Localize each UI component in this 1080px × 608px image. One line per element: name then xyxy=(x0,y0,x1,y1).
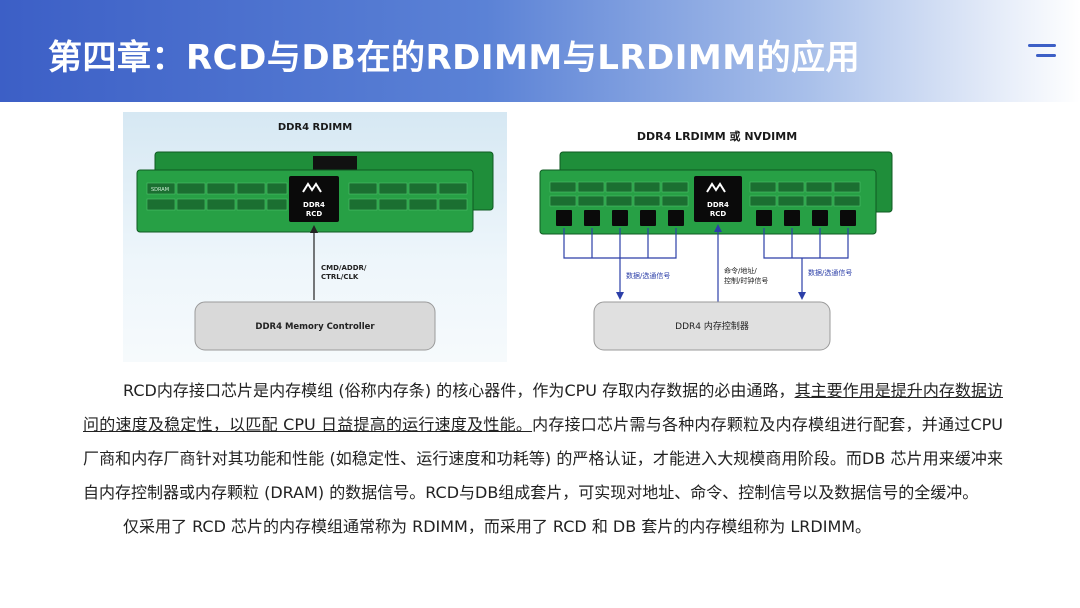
svg-text:控制/时钟信号: 控制/时钟信号 xyxy=(724,276,768,285)
svg-text:DDR4: DDR4 xyxy=(303,201,325,209)
up-arrow-icon xyxy=(310,225,318,233)
svg-text:CTRL/CLK: CTRL/CLK xyxy=(321,273,359,281)
header-banner: 第四章：RCD与DB在的RDIMM与LRDIMM的应用 xyxy=(0,0,1080,102)
logo-icon xyxy=(706,182,726,193)
db-chip-row xyxy=(556,210,856,226)
paragraph-1: RCD内存接口芯片是内存模组 (俗称内存条) 的核心器件，作为CPU 存取内存数… xyxy=(83,381,1003,502)
sdram-row-left xyxy=(146,182,288,211)
svg-text:数据/选通信号: 数据/选通信号 xyxy=(808,268,852,277)
sdram-label: SDRAM xyxy=(151,187,169,193)
svg-text:RCD: RCD xyxy=(306,210,323,218)
rdimm-diagram: DDR4 RDIMM SDRAM DDR4 RCD CMD/ADDR/ xyxy=(123,112,507,362)
lrdimm-diagram: DDR4 LRDIMM 或 NVDIMM DDR4 xyxy=(532,112,902,362)
rcd-chip xyxy=(694,176,742,222)
controller-label: DDR4 Memory Controller xyxy=(255,322,375,332)
body-text: RCD内存接口芯片是内存模组 (俗称内存条) 的核心器件，作为CPU 存取内存数… xyxy=(83,374,1003,544)
page-title: 第四章：RCD与DB在的RDIMM与LRDIMM的应用 xyxy=(48,38,861,78)
svg-text:命令/地址/: 命令/地址/ xyxy=(724,266,757,275)
svg-text:DDR4: DDR4 xyxy=(707,201,729,209)
lrdimm-diagram-title: DDR4 LRDIMM 或 NVDIMM xyxy=(636,130,798,143)
menu-lines-icon[interactable] xyxy=(1028,44,1056,60)
svg-text:数据/选通信号: 数据/选通信号 xyxy=(626,271,670,280)
rcd-chip xyxy=(289,176,339,222)
paragraph-2: 仅采用了 RCD 芯片的内存模组通常称为 RDIMM，而采用了 RCD 和 DB… xyxy=(123,517,872,536)
lrdimm-illustration: DDR4 RCD 数据/选通信号 数据/选通信号 命令/地址/ 控制/时钟信号 … xyxy=(539,151,893,351)
svg-text:RCD: RCD xyxy=(710,210,727,218)
rdimm-diagram-title: DDR4 RDIMM xyxy=(277,122,353,133)
rdimm-illustration: SDRAM DDR4 RCD CMD/ADDR/ CTRL/CLK DDR4 M… xyxy=(136,151,494,351)
controller-label: DDR4 内存控制器 xyxy=(675,320,749,332)
logo-icon xyxy=(302,182,322,193)
sdram-row-right xyxy=(348,182,468,211)
svg-text:CMD/ADDR/: CMD/ADDR/ xyxy=(321,264,367,272)
